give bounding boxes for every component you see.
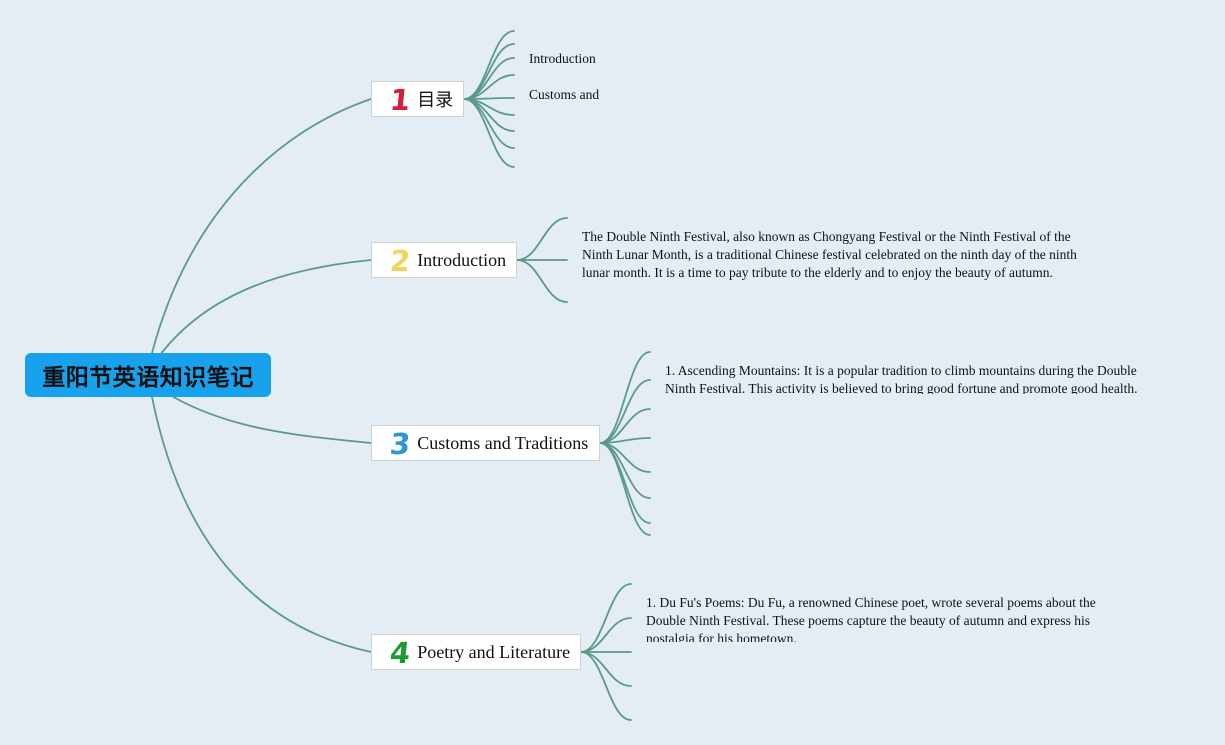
subtopic-introduction-text[interactable]: The Double Ninth Festival, also known as… [582, 229, 1077, 280]
topic-introduction[interactable]: 2 Introduction [371, 242, 517, 278]
connector-topic-1-leaf-1 [463, 43, 515, 100]
connector-topic-4-leaf-0 [580, 583, 632, 653]
connector-topic-2-leaf-0 [516, 217, 568, 261]
topic-label: Customs and Traditions [417, 432, 589, 453]
subtopic-customs-and[interactable]: Customs and [529, 87, 600, 102]
subtopic-introduction[interactable]: Introduction [529, 51, 596, 66]
connector-central-to-topic-2 [159, 259, 372, 356]
topic-number-4-icon: 4 [388, 636, 413, 670]
central-topic-label: 重阳节英语知识笔记 [42, 365, 254, 391]
connector-topic-2-leaf-2 [516, 259, 568, 303]
topic-poetry-and-literature[interactable]: 4 Poetry and Literature [371, 634, 581, 670]
subtopic-ascending-mountains[interactable]: 1. Ascending Mountains: It is a popular … [665, 363, 1138, 394]
topic-table-of-contents[interactable]: 1 目录 [371, 81, 464, 117]
connector-topic-1-leaf-0 [463, 30, 515, 100]
connector-topic-3-leaf-7 [599, 442, 651, 536]
connector-topic-1-leaf-8 [463, 98, 515, 168]
connector-topic-4-leaf-1 [580, 617, 632, 653]
topic-number-3-icon: 3 [388, 427, 413, 461]
subtopic-du-fu-poems[interactable]: 1. Du Fu's Poems: Du Fu, a renowned Chin… [646, 595, 1096, 642]
topic-label: 目录 [417, 90, 454, 111]
central-topic[interactable]: 重阳节英语知识笔记 [25, 353, 271, 397]
topic-label: Poetry and Literature [417, 641, 571, 662]
connector-topic-4-leaf-3 [580, 651, 632, 687]
topic-customs-and-traditions[interactable]: 3 Customs and Traditions [371, 425, 600, 461]
topic-number-1-icon: 1 [388, 83, 413, 117]
connector-topic-4-leaf-4 [580, 651, 632, 721]
connector-topic-3-leaf-6 [599, 442, 651, 524]
topic-number-2-icon: 2 [388, 244, 413, 278]
connector-topic-3-leaf-1 [599, 379, 651, 444]
connector-central-to-topic-1 [151, 98, 372, 354]
topic-label: Introduction [417, 249, 507, 270]
connector-central-to-topic-4 [151, 396, 372, 653]
connector-topic-3-leaf-0 [599, 351, 651, 444]
connector-central-to-topic-3 [169, 394, 372, 444]
